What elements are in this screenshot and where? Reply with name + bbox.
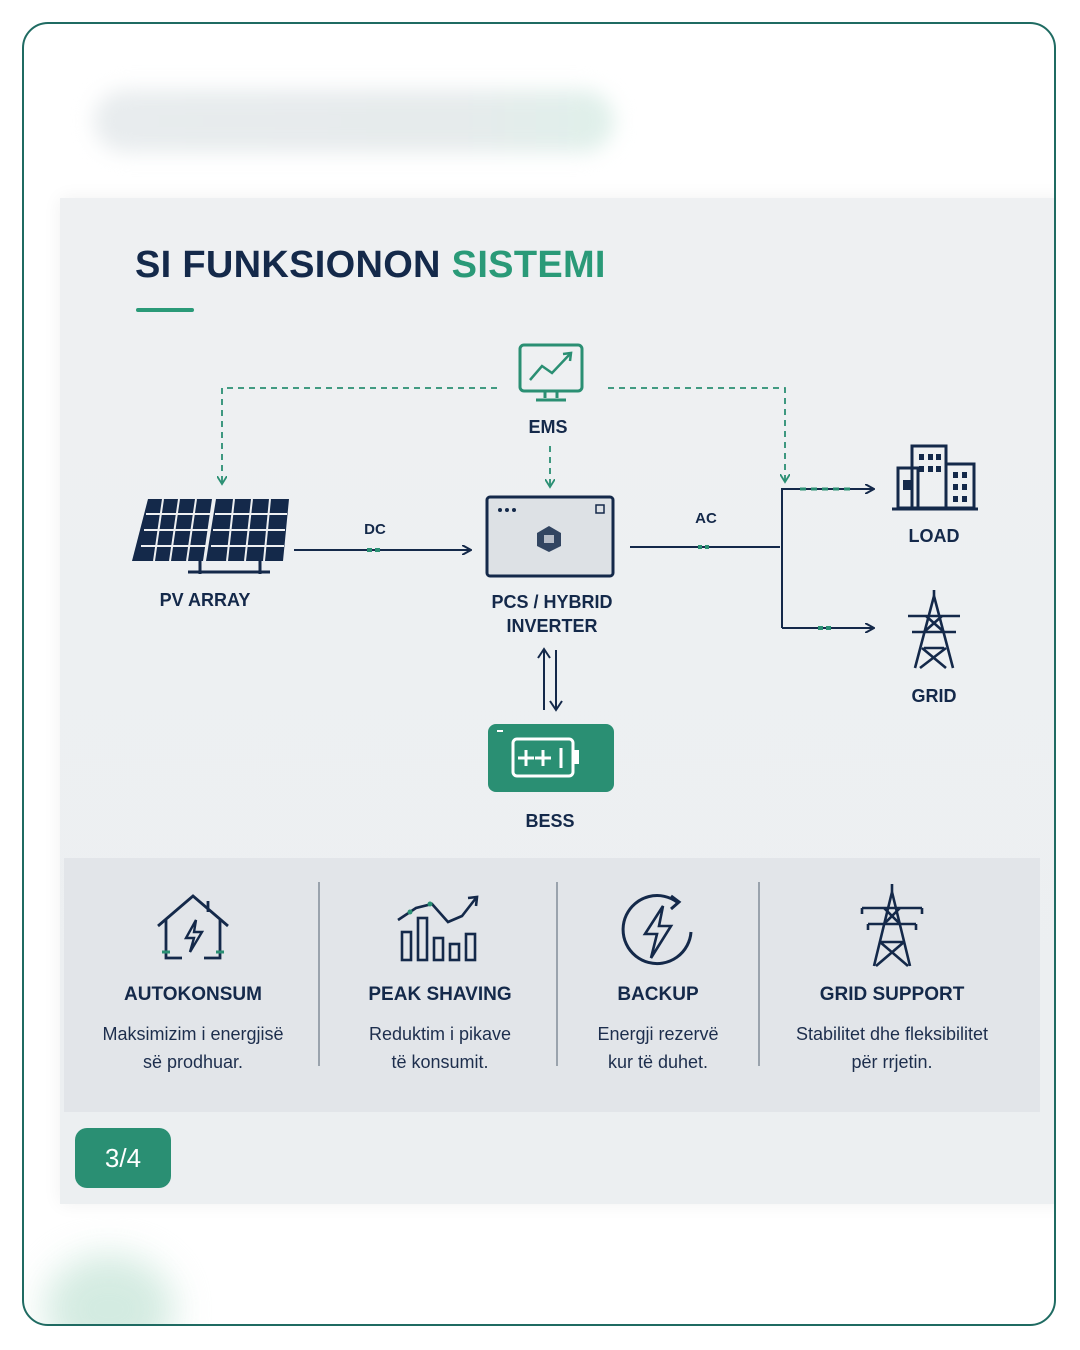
blurred-avatar: [44, 1254, 174, 1324]
solar-panel-icon: [132, 498, 289, 574]
page-indicator: 3/4: [75, 1128, 171, 1188]
dc-label: DC: [364, 521, 386, 538]
benefit-grid-support: GRID SUPPORT Stabilitet dhe fleksibilite…: [768, 858, 1016, 1112]
inverter-label-line2: INVERTER: [506, 616, 598, 636]
ac-label: AC: [695, 510, 717, 527]
bess-flow-arrows: [537, 647, 563, 712]
benefit-title: PEAK SHAVING: [368, 984, 512, 1005]
buildings-icon: [892, 444, 978, 511]
title-underline: [136, 308, 194, 312]
divider: [318, 882, 320, 1066]
inverter-icon: [485, 495, 615, 578]
card-frame: SI FUNKSIONON SISTEMI: [22, 22, 1056, 1326]
bolt-cycle-icon: [621, 894, 693, 965]
bar-chart-trend-icon: [397, 895, 479, 962]
ems-label: EMS: [528, 417, 568, 437]
slide-title: SI FUNKSIONON SISTEMI: [135, 244, 606, 287]
slide: SI FUNKSIONON SISTEMI: [60, 198, 1054, 1204]
blurred-header: [94, 90, 614, 152]
title-accent: SISTEMI: [451, 244, 606, 286]
load-label: LOAD: [908, 526, 960, 546]
grid-label: GRID: [911, 686, 957, 706]
battery-icon: [488, 724, 614, 792]
divider: [556, 882, 558, 1066]
divider: [758, 882, 760, 1066]
system-diagram: [132, 343, 978, 792]
benefit-title: BACKUP: [617, 984, 699, 1005]
transmission-tower-icon: [860, 884, 924, 967]
benefit-title: GRID SUPPORT: [819, 984, 965, 1005]
bess-label: BESS: [525, 811, 575, 831]
inverter-label-line1: PCS / HYBRID: [491, 592, 613, 612]
house-bolt-icon: [157, 894, 229, 960]
title-main: SI FUNKSIONON: [135, 244, 441, 286]
pv-array-label: PV ARRAY: [159, 590, 251, 610]
benefit-title: AUTOKONSUM: [124, 984, 262, 1005]
ems-monitor-icon: [518, 343, 584, 402]
ems-control-lines: [222, 387, 785, 486]
ac-flow-line: [630, 488, 873, 628]
grid-tower-icon: [908, 590, 960, 670]
